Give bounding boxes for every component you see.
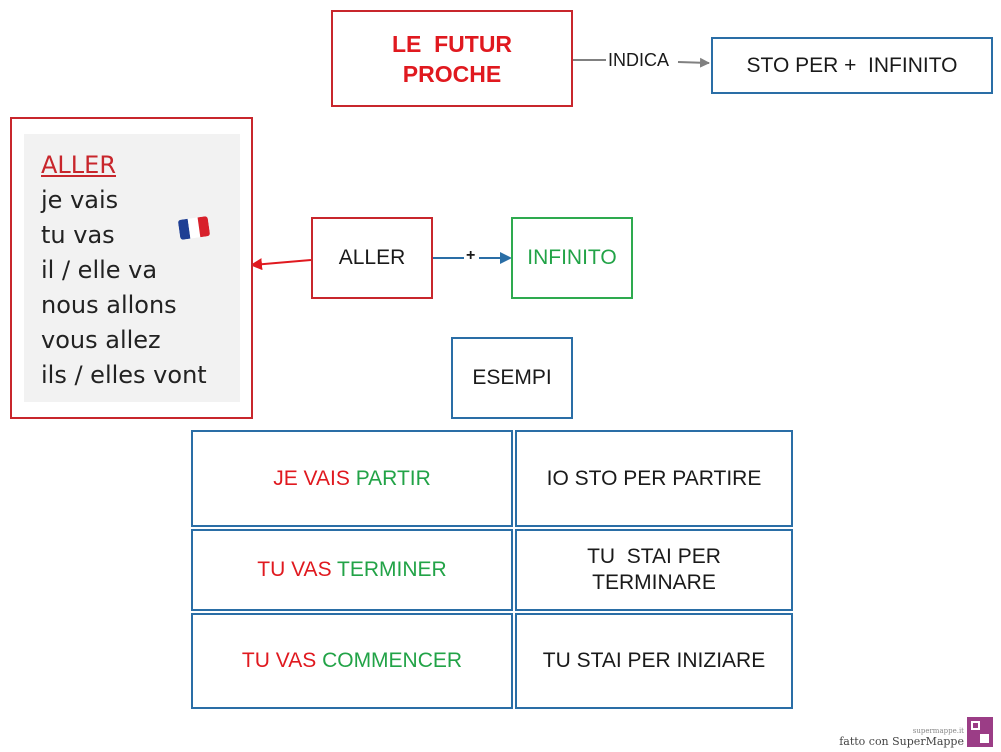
examples-label: ESEMPI: [472, 366, 552, 389]
examples-label-box: ESEMPI: [451, 337, 573, 419]
example-fr-cell: TU VAS TERMINER: [191, 529, 513, 611]
example-it-text: IO STO PER PARTIRE: [546, 466, 762, 490]
example-fr-subject: TU VAS: [241, 649, 317, 672]
conjugation-heading: ALLER: [41, 151, 116, 179]
example-fr-cell: TU VAS COMMENCER: [191, 613, 513, 709]
example-fr-verb: COMMENCER: [322, 649, 463, 672]
formula-infinito-box: INFINITO: [511, 217, 633, 299]
footer-text: fatto con SuperMappe: [839, 735, 964, 748]
conjugation-line: ils / elles vont: [41, 361, 207, 389]
supermappe-logo-icon: [967, 717, 993, 747]
formula-infinito-text: INFINITO: [527, 246, 617, 269]
example-it-cell: TU STAI PER TERMINARE: [515, 529, 793, 611]
indica-arrow: [677, 57, 710, 68]
example-it-cell: TU STAI PER INIZIARE: [515, 613, 793, 709]
definition-text: STO PER + INFINITO: [746, 53, 958, 77]
footer-credit: supermappe.it fatto con SuperMappe: [839, 727, 964, 748]
france-flag-icon: [177, 216, 211, 240]
aller-to-conjugation-arrow: [250, 258, 312, 271]
title-line-1: LE FUTUR: [391, 30, 513, 57]
title-box: LE FUTUR PROCHE: [331, 10, 573, 107]
conjugation-box: ALLER je vais tu vas il / elle va nous a…: [10, 117, 253, 419]
conjugation-line: vous allez: [41, 326, 161, 354]
plus-label: +: [466, 247, 476, 264]
example-fr-verb: TERMINER: [337, 558, 447, 581]
example-fr-subject: JE VAIS: [273, 466, 350, 490]
conjugation-line: je vais: [41, 186, 119, 214]
formula-aller-box: ALLER: [311, 217, 433, 299]
example-it-text: TU STAI PER TERMINARE: [587, 545, 727, 594]
indica-label: INDICA: [608, 50, 670, 70]
conjugation-panel: ALLER je vais tu vas il / elle va nous a…: [24, 134, 240, 402]
example-fr-cell: JE VAIS PARTIR: [191, 430, 513, 527]
conjugation-line: il / elle va: [41, 256, 158, 284]
conjugation-line: tu vas: [41, 221, 115, 249]
footer-url: supermappe.it: [912, 727, 964, 735]
formula-aller-text: ALLER: [338, 246, 406, 269]
conjugation-line: nous allons: [41, 291, 177, 319]
example-fr-subject: TU VAS: [257, 558, 332, 581]
definition-box: STO PER + INFINITO: [711, 37, 993, 94]
title-line-2: PROCHE: [402, 60, 502, 87]
example-fr-verb: PARTIR: [355, 466, 431, 490]
example-it-cell: IO STO PER PARTIRE: [515, 430, 793, 527]
example-it-text: TU STAI PER INIZIARE: [542, 649, 766, 672]
